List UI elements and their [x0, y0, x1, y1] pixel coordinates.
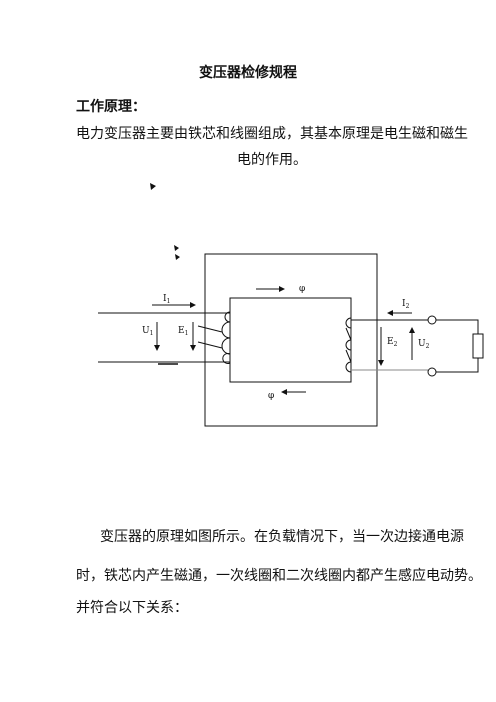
transformer-core-outer: [204, 253, 378, 427]
u1-label: U1: [142, 326, 153, 337]
body-paragraph-line-1: 变压器的原理如图所示。在负载情况下，当一次边接通电源: [100, 529, 464, 545]
stray-arrow-mark: [174, 245, 179, 251]
secondary-terminal-bottom: [427, 367, 437, 377]
secondary-terminal-top: [427, 315, 437, 325]
primary-winding: [197, 311, 231, 364]
stray-arrow-mark: [150, 183, 156, 190]
document-title: 变压器检修规程: [199, 65, 297, 81]
section-heading: 工作原理：: [76, 99, 146, 115]
body-paragraph-line-2: 时，铁芯内产生磁通，一次线圈和二次线圈内都产生感应电动势。: [76, 568, 482, 584]
e2-label: E2: [387, 337, 398, 348]
intro-paragraph-line-1: 电力变压器主要由铁芯和线圈组成，其基本原理是电生磁和磁生: [76, 126, 468, 142]
i2-label: I2: [402, 299, 410, 310]
load-resistor: [472, 333, 484, 359]
stray-arrow-mark: [175, 254, 180, 260]
flux-label-top: φ: [299, 284, 305, 294]
body-paragraph-line-3: 并符合以下关系：: [76, 600, 188, 616]
secondary-winding: [345, 317, 352, 373]
flux-label-bottom: φ: [268, 391, 274, 401]
e1-label: E1: [178, 326, 188, 337]
load-wire: [436, 358, 479, 373]
load-wire: [436, 319, 479, 334]
u2-label: U2: [418, 339, 430, 350]
i1-label: I1: [163, 294, 170, 305]
intro-paragraph-line-2: 电的作用。: [237, 152, 307, 168]
transformer-core-window: [229, 297, 352, 383]
